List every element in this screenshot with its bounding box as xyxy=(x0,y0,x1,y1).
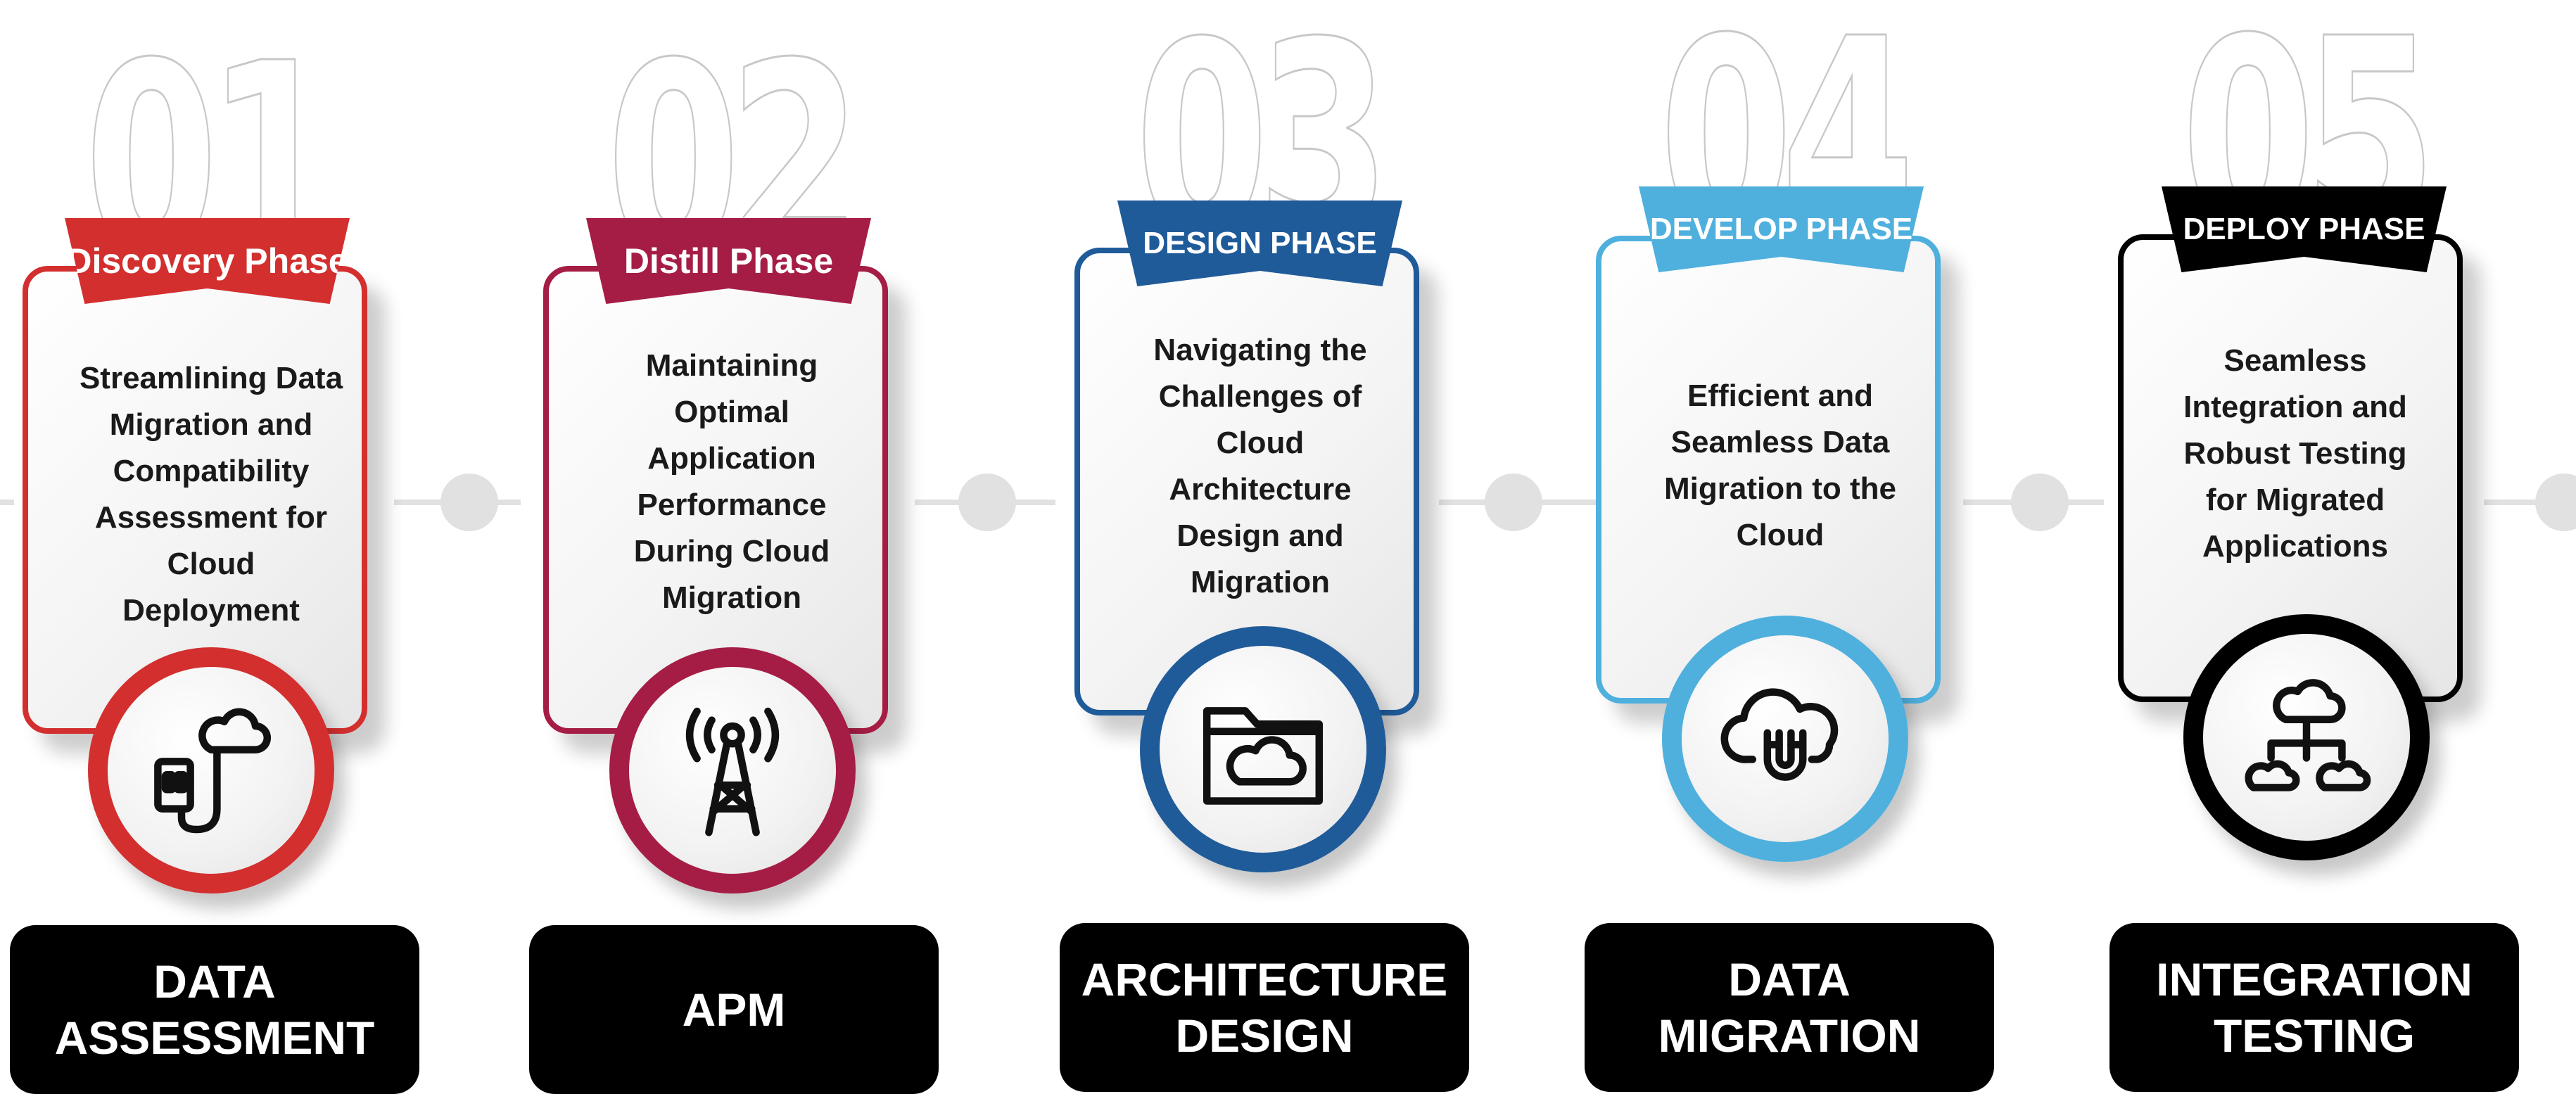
phase-banner: Distill Phase xyxy=(586,218,871,304)
phase-description: Efficient and Seamless Data Migration to… xyxy=(1664,379,1896,552)
phase-description: Maintaining Optimal Application Performa… xyxy=(633,348,830,615)
phase-description: Seamless Integration and Robust Testing … xyxy=(2183,343,2407,564)
connector-dot xyxy=(2535,473,2576,531)
phase-icon-circle xyxy=(609,647,856,893)
phase-banner: Discovery Phase xyxy=(65,218,350,304)
phase-5: 05 DEPLOY PHASE Seamless Integration and… xyxy=(0,0,2519,1094)
phase-2: 02 Distill Phase Maintaining Optimal App… xyxy=(0,0,939,1094)
phase-icon-circle xyxy=(2183,614,2430,860)
connector-line xyxy=(2484,500,2576,505)
phase-label: DATA ASSESSMENT xyxy=(10,925,419,1094)
connector-dot xyxy=(440,473,498,531)
signal-tower-icon xyxy=(685,707,780,837)
phase-banner: DEPLOY PHASE xyxy=(2162,186,2447,272)
cloud-network-icon xyxy=(2245,679,2371,791)
phase-4: 04 DEVELOP PHASE Efficient and Seamless … xyxy=(0,0,1994,1094)
phase-label: ARCHITECTURE DESIGN xyxy=(1060,923,1469,1092)
phase-description: Navigating the Challenges of Cloud Archi… xyxy=(1153,333,1367,599)
connector-line xyxy=(0,500,14,505)
connector-dot xyxy=(958,473,1016,531)
connector-dot xyxy=(2011,473,2069,531)
phase-3: 03 DESIGN PHASE Navigating the Challenge… xyxy=(0,0,1469,1094)
phase-icon-circle xyxy=(1662,616,1908,862)
phase-label: DATA MIGRATION xyxy=(1585,923,1994,1092)
cloud-magnet-icon xyxy=(1720,688,1839,781)
phase-description: Streamlining Data Migration and Compatib… xyxy=(79,361,343,628)
phase-icon-circle xyxy=(1140,626,1386,872)
cloud-folder-icon xyxy=(1203,707,1324,805)
phase-label: INTEGRATION TESTING xyxy=(2109,923,2519,1092)
connector-dot xyxy=(1485,473,1542,531)
phase-1: 01 Discovery Phase Streamlining Data Mig… xyxy=(0,0,493,1094)
plug-cloud-icon xyxy=(154,708,272,834)
phase-label: APM xyxy=(529,925,939,1094)
